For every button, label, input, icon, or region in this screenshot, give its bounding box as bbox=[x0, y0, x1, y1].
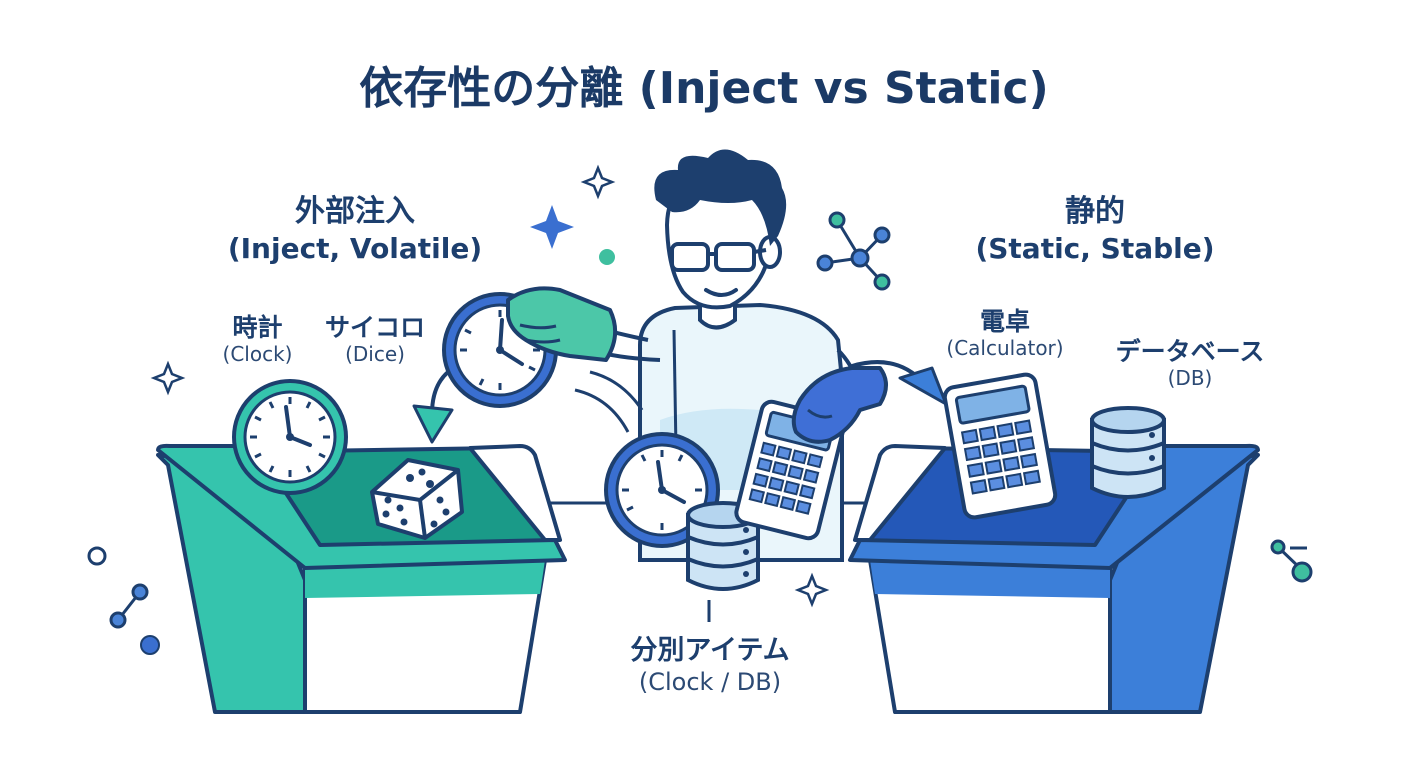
hair bbox=[654, 149, 787, 246]
static-heading: 静的 bbox=[1065, 194, 1125, 229]
clock-label: 時計 bbox=[232, 313, 283, 342]
arrow-icon bbox=[851, 360, 948, 406]
clock-icon bbox=[232, 379, 348, 495]
sorting-label: 分別アイテム bbox=[630, 635, 790, 666]
dice-label: サイコロ bbox=[324, 313, 425, 342]
molecule-icon bbox=[109, 583, 149, 629]
arrow-icon bbox=[412, 370, 454, 444]
sparkle-icon bbox=[150, 164, 830, 608]
calculator-icon bbox=[942, 372, 1058, 520]
page-title: 依存性の分離 (Inject vs Static) bbox=[359, 63, 1049, 114]
calculator-label-en: (Calculator) bbox=[946, 336, 1064, 360]
decor-dot bbox=[599, 249, 615, 265]
clock-label-en: (Clock) bbox=[222, 342, 293, 366]
inject-subheading: (Inject, Volatile) bbox=[227, 232, 483, 265]
glasses-icon bbox=[670, 242, 767, 272]
database-label-en: (DB) bbox=[1167, 366, 1213, 390]
decor-dot bbox=[87, 546, 107, 566]
dice-label-en: (Dice) bbox=[345, 342, 405, 366]
blue-glove bbox=[791, 366, 888, 444]
static-subheading: (Static, Stable) bbox=[975, 232, 1215, 265]
molecule-icon bbox=[816, 211, 891, 291]
calculator-label: 電卓 bbox=[979, 307, 1030, 336]
static-bin bbox=[848, 443, 1260, 714]
database-icon bbox=[1090, 406, 1166, 499]
green-glove bbox=[506, 286, 618, 362]
molecule-icon bbox=[1270, 539, 1313, 583]
sorting-label-sub: (Clock / DB) bbox=[638, 668, 782, 696]
sparkle-icon bbox=[530, 205, 574, 249]
database-label: データベース bbox=[1115, 337, 1265, 366]
inject-bin bbox=[156, 443, 567, 714]
dice-icon bbox=[370, 458, 464, 540]
decor-dot bbox=[140, 635, 160, 655]
inject-heading: 外部注入 bbox=[295, 194, 415, 229]
